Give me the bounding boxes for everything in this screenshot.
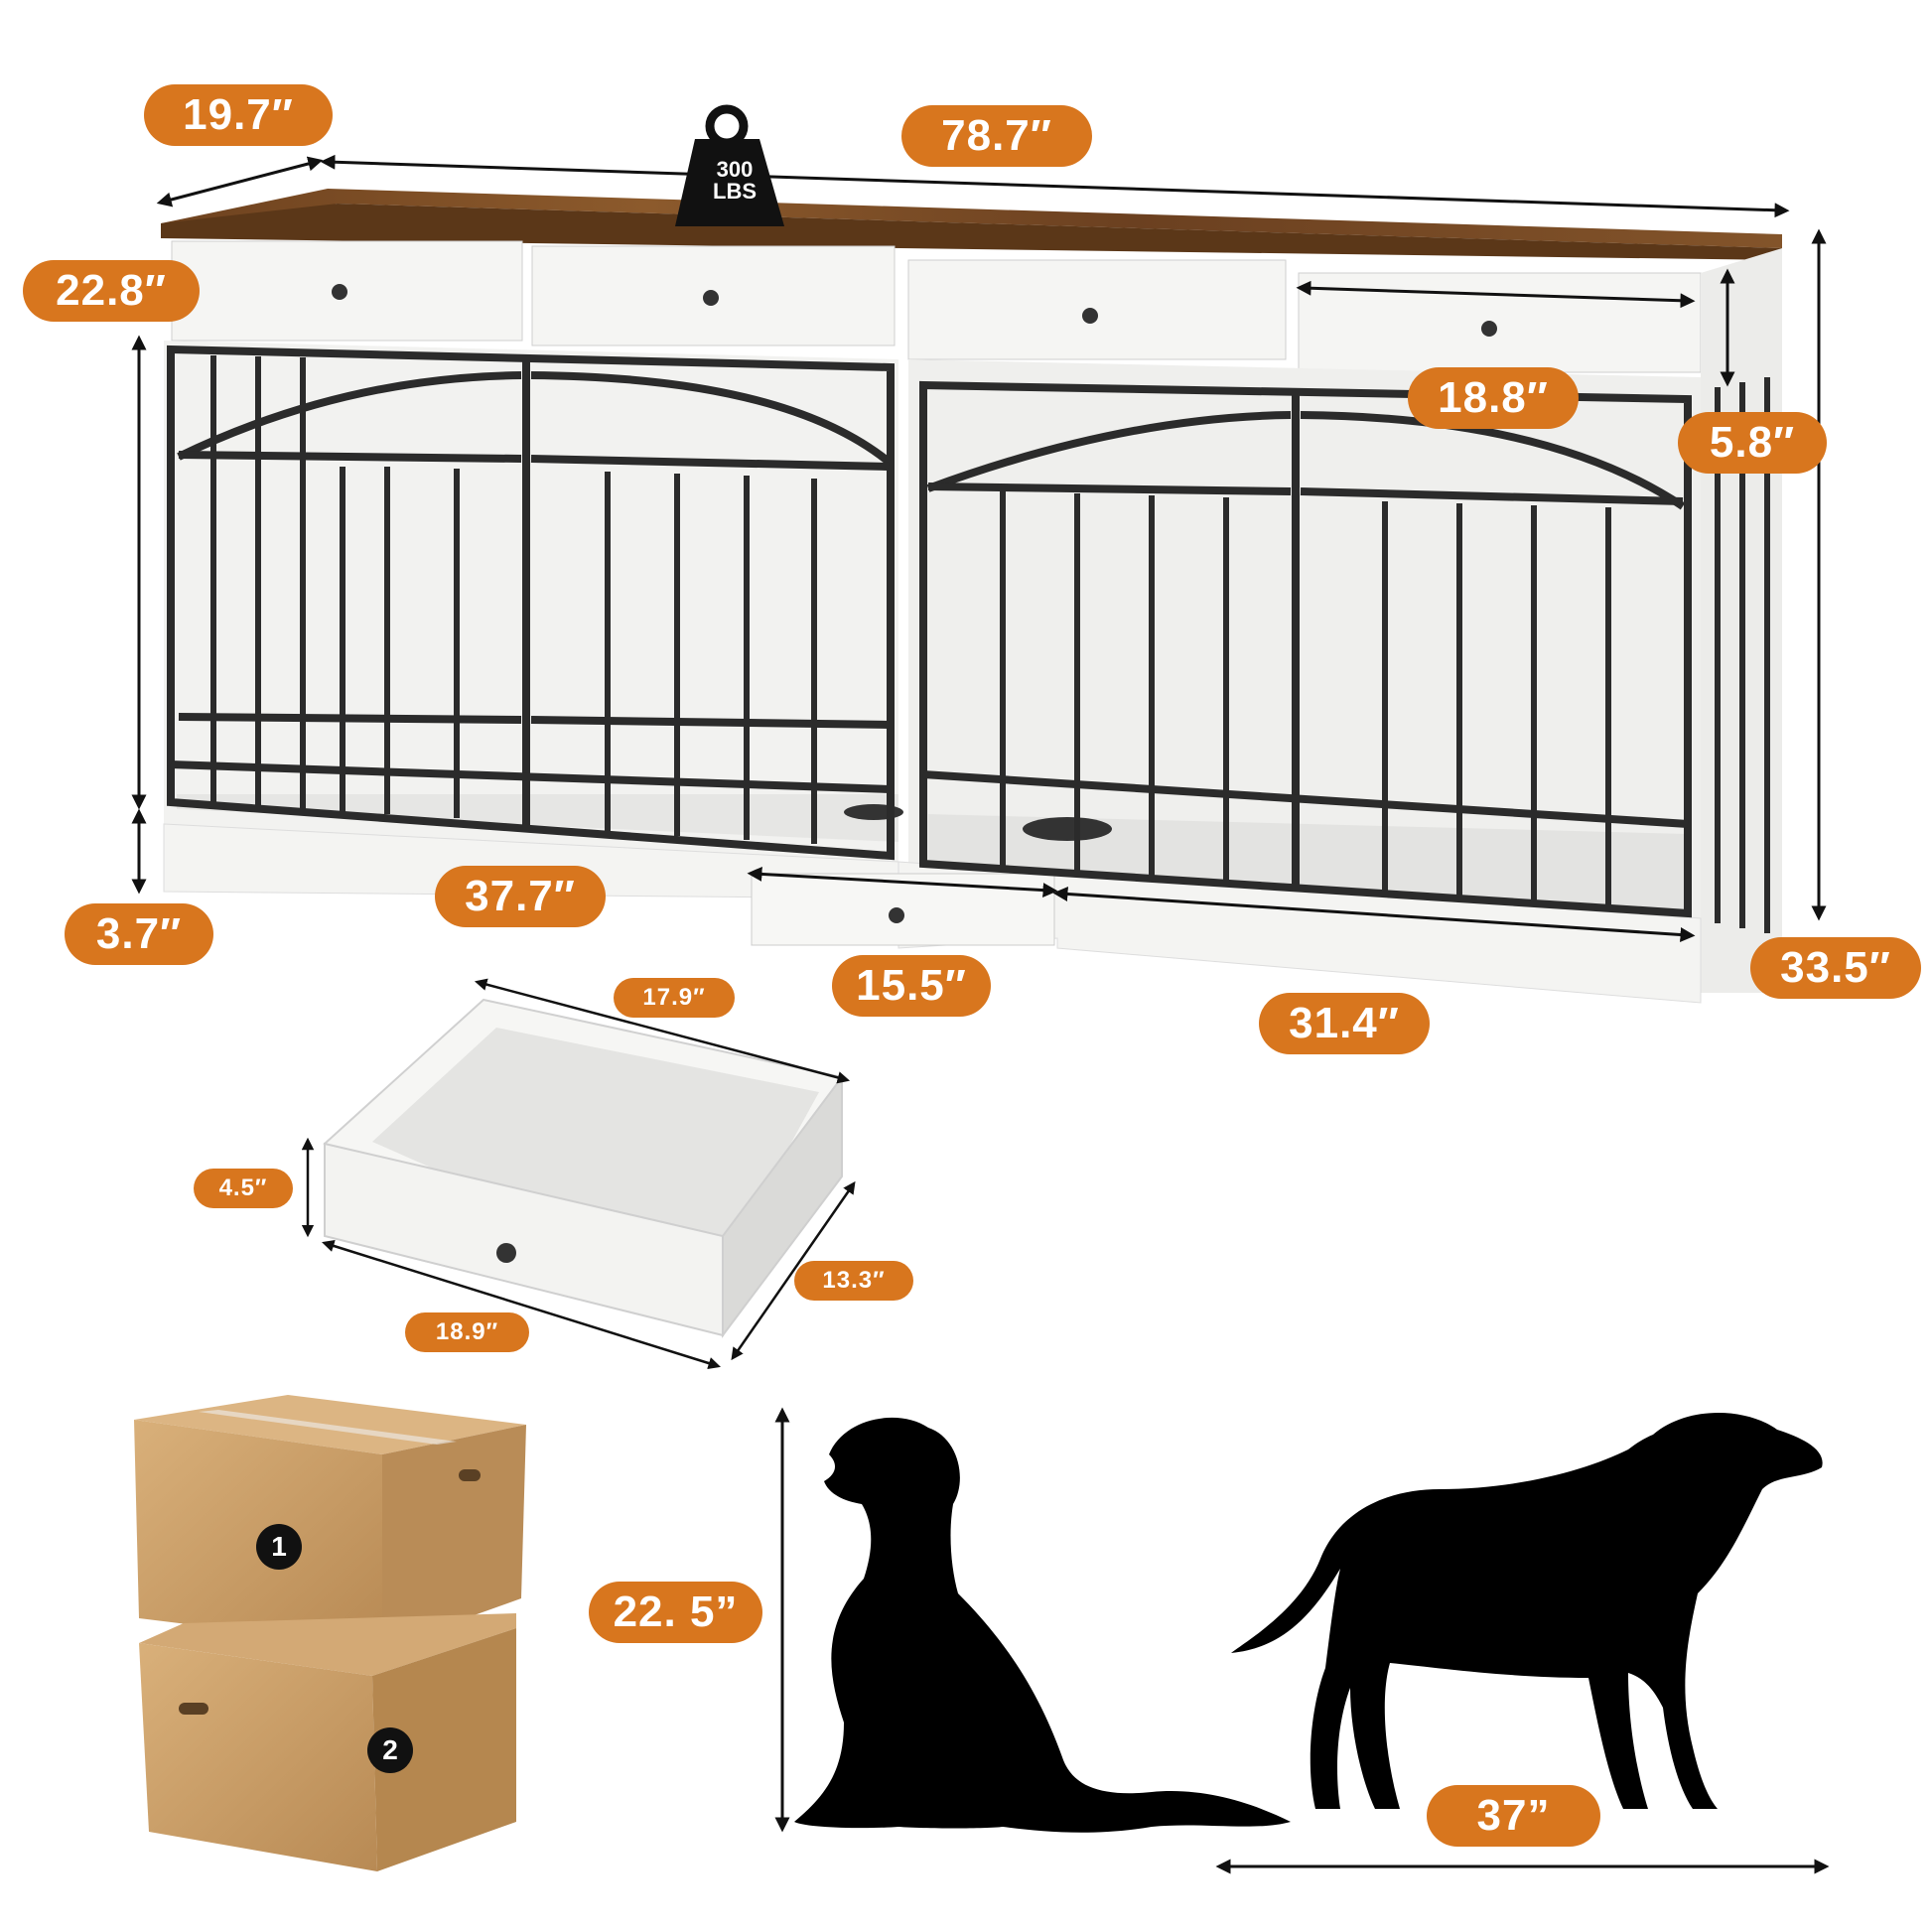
box-number-2: 2 <box>367 1727 413 1773</box>
kennel-cabinet <box>161 189 1782 1004</box>
dog-length-label: 37” <box>1427 1785 1600 1847</box>
drawer-front-width-label: 18.9″ <box>405 1312 529 1352</box>
drawer-back-width-label: 17.9″ <box>614 978 735 1018</box>
drawer-height-label: 5.8″ <box>1678 412 1827 474</box>
drawer-4 <box>1298 272 1702 373</box>
base-height-label: 3.7″ <box>65 903 213 965</box>
weight-unit: LBS <box>713 179 757 204</box>
drawer-3 <box>907 259 1287 360</box>
cabinet-dimension-arrows <box>131 154 1827 942</box>
middle-drawer-width-label: 15.5″ <box>832 955 991 1017</box>
dog-dimension-arrows <box>774 1407 1830 1874</box>
dog-standing-silhouette <box>1231 1412 1823 1809</box>
drawer-dimension-arrows <box>301 978 856 1370</box>
dog-sitting-silhouette <box>794 1417 1291 1833</box>
total-width-label: 78.7″ <box>901 105 1092 167</box>
top-section-height-label: 22.8″ <box>23 260 200 322</box>
drawer-width-label: 18.8″ <box>1408 367 1579 429</box>
bottom-drawer <box>751 873 1055 946</box>
total-height-label: 33.5″ <box>1750 937 1921 999</box>
weight-icon <box>675 104 784 226</box>
drawer-detail-height-label: 4.5″ <box>194 1169 293 1208</box>
left-kennel-width-label: 37.7″ <box>435 866 606 927</box>
weight-value: 300 <box>716 157 754 182</box>
open-drawer <box>323 998 844 1338</box>
right-kennel-width-label: 31.4″ <box>1259 993 1430 1054</box>
box-number-1: 1 <box>256 1524 302 1570</box>
box-icon-1 <box>134 1395 526 1648</box>
dog-height-label: 22. 5” <box>589 1582 762 1643</box>
drawer-depth-label: 13.3″ <box>794 1261 913 1301</box>
depth-label: 19.7″ <box>144 84 333 146</box>
box-icon-2 <box>139 1613 516 1871</box>
